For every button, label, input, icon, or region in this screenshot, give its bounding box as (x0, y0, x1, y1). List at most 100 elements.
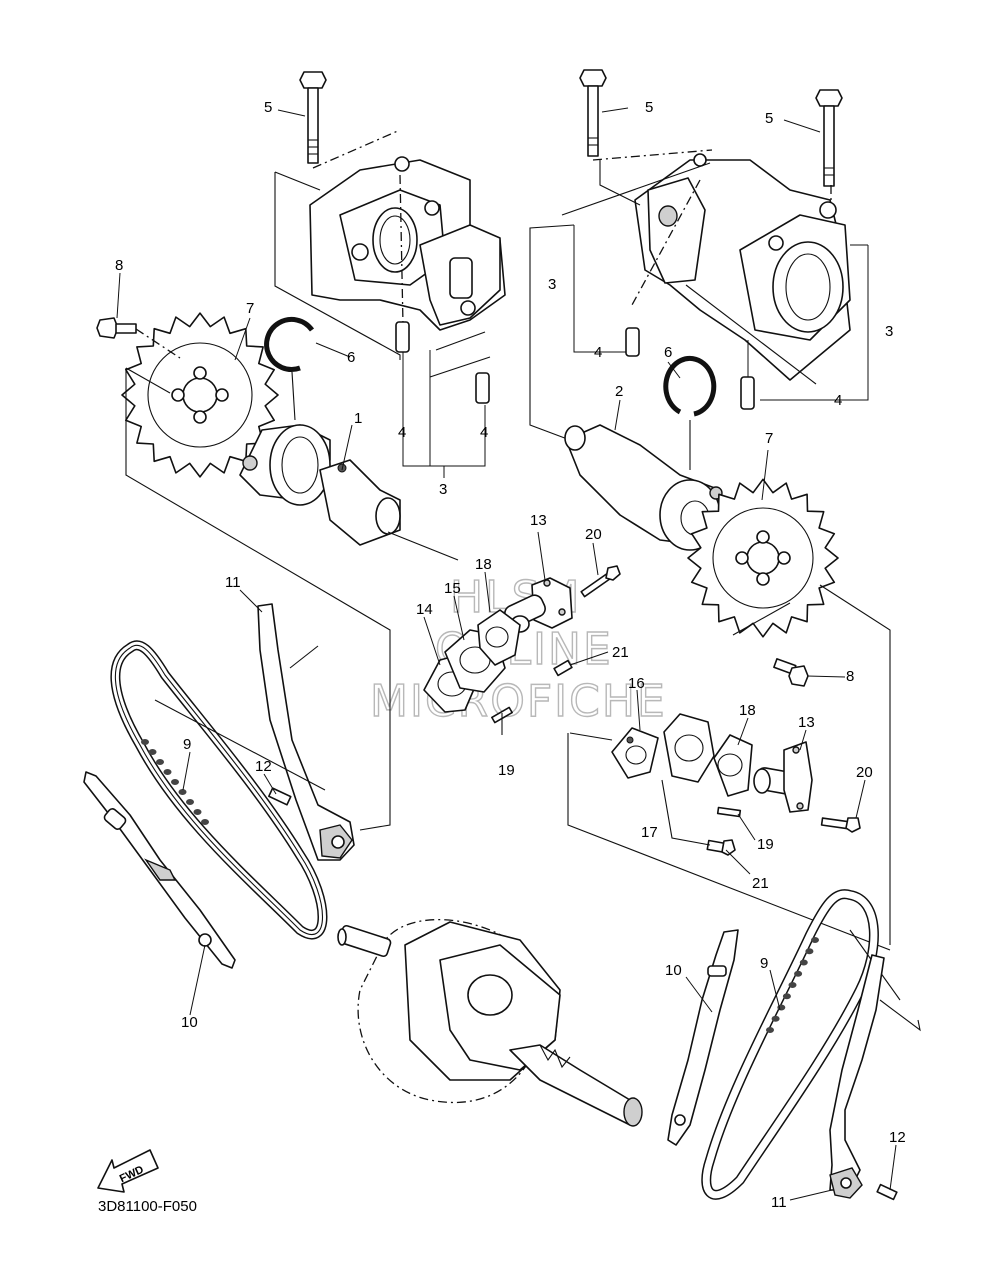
callout-14: 14 (416, 601, 433, 618)
chain-link-mark (171, 779, 179, 785)
chain-link-mark (771, 1015, 780, 1022)
bolt-20-upper (580, 565, 621, 598)
bolt-12-left (268, 787, 292, 806)
chain-link-mark (163, 769, 172, 775)
callout-labels: 1 2 3 3 3 4 4 4 4 5 5 5 6 6 7 7 8 8 9 9 … (115, 99, 906, 1211)
callout-6-right: 6 (664, 344, 672, 361)
chain-link-mark (201, 819, 209, 825)
callout-15: 15 (444, 580, 461, 597)
circlip-left (264, 316, 315, 372)
chain-guide-10-right (667, 929, 739, 1146)
callout-16: 16 (628, 675, 645, 692)
timing-chain-9-left (110, 640, 328, 940)
callout-7-right: 7 (765, 430, 773, 447)
timing-chain-9-right (701, 889, 879, 1200)
housing-17 (663, 713, 715, 783)
callout-10-right: 10 (665, 962, 682, 979)
cam-sprocket-left (121, 312, 279, 478)
gasket-18-upper (477, 609, 521, 666)
callout-4-left-b: 4 (480, 424, 488, 441)
chain-link-mark (156, 759, 164, 765)
callout-9-right: 9 (760, 955, 768, 972)
callout-2: 2 (615, 383, 623, 400)
callout-18-lower: 18 (739, 702, 756, 719)
leader-lines (116, 107, 897, 1201)
cam-sprocket-right (687, 478, 839, 638)
callout-11-left: 11 (225, 574, 241, 591)
dowel-pin-left-1 (395, 321, 410, 353)
cap-16 (611, 727, 659, 779)
pin-19-lower (716, 806, 742, 818)
bolt-5-middle (579, 69, 607, 157)
bolt-8-right (773, 658, 809, 687)
callout-3-right: 3 (885, 323, 893, 340)
callout-10-left: 10 (181, 1014, 198, 1031)
bolt-5-left (299, 71, 327, 164)
chain-link-mark (788, 982, 797, 988)
watermark-line-3: MICROFICHE (370, 676, 667, 727)
chain-link-mark (178, 789, 187, 795)
callout-13-lower: 13 (798, 714, 815, 731)
callout-19-lower: 19 (757, 836, 774, 853)
callout-6-left: 6 (347, 349, 355, 366)
callout-5-right: 5 (765, 110, 773, 127)
chain-link-mark (799, 959, 808, 966)
callout-7-left: 7 (246, 300, 254, 317)
chain-link-mark (794, 970, 803, 977)
callout-21-lower: 21 (752, 875, 769, 892)
watermark: HLSM ONLINE MICROFICHE (369, 571, 667, 727)
callout-11-right: 11 (771, 1194, 787, 1211)
chain-link-mark (766, 1027, 774, 1033)
tensioner-13-lower (753, 741, 813, 813)
callout-4-mid: 4 (594, 344, 602, 361)
camshaft-holder-left (309, 156, 506, 331)
chain-link-mark (811, 937, 819, 943)
bolt-8-left (96, 317, 137, 339)
camshaft-left (239, 424, 401, 546)
chain-link-mark (805, 948, 814, 955)
callout-17: 17 (641, 824, 658, 841)
bolt-20-lower (820, 817, 861, 833)
callout-8-right: 8 (846, 668, 854, 685)
chain-link-mark (782, 993, 791, 1000)
dowel-pin-right-1 (625, 327, 640, 357)
callout-13-upper: 13 (530, 512, 547, 529)
callout-4-right: 4 (834, 392, 842, 409)
chain-link-mark (148, 749, 157, 755)
callout-12-right: 12 (889, 1129, 906, 1146)
camshaft-holder-right (634, 153, 851, 381)
callout-4-left-a: 4 (398, 424, 406, 441)
chain-link-mark (141, 739, 149, 745)
tensioner-13-upper (504, 577, 573, 633)
chain-link-mark (186, 799, 194, 805)
callout-3-mid: 3 (548, 276, 556, 293)
callout-1: 1 (354, 410, 362, 427)
dowel-pin-left-2 (475, 372, 490, 404)
crankshaft (337, 918, 643, 1127)
circlip-right (663, 355, 717, 417)
bolt-21-upper (553, 659, 573, 677)
callout-5-left: 5 (264, 99, 272, 116)
bolt-12-right (876, 1183, 898, 1201)
chain-link-mark (193, 809, 202, 815)
fwd-arrow-icon: FWD (97, 1149, 159, 1193)
chain-guide-11-left (257, 603, 355, 861)
gasket-18-lower (713, 734, 753, 797)
callout-12-left: 12 (255, 758, 272, 775)
callout-20-upper: 20 (585, 526, 602, 543)
callout-20-lower: 20 (856, 764, 873, 781)
chain-guide-11-right (829, 954, 885, 1199)
bolt-21-lower (706, 839, 736, 856)
bolt-5-right (815, 89, 843, 187)
callout-19-upper: 19 (498, 762, 515, 779)
callout-18-upper: 18 (475, 556, 492, 573)
callout-21-upper: 21 (612, 644, 629, 661)
callout-3-left: 3 (439, 481, 447, 498)
chain-guide-10-left (83, 771, 236, 969)
callout-5-mid: 5 (645, 99, 653, 116)
dowel-pin-right-2 (740, 376, 755, 410)
callout-8-left: 8 (115, 257, 123, 274)
callout-9-left: 9 (183, 736, 191, 753)
diagram-code: 3D81100-F050 (98, 1198, 197, 1215)
